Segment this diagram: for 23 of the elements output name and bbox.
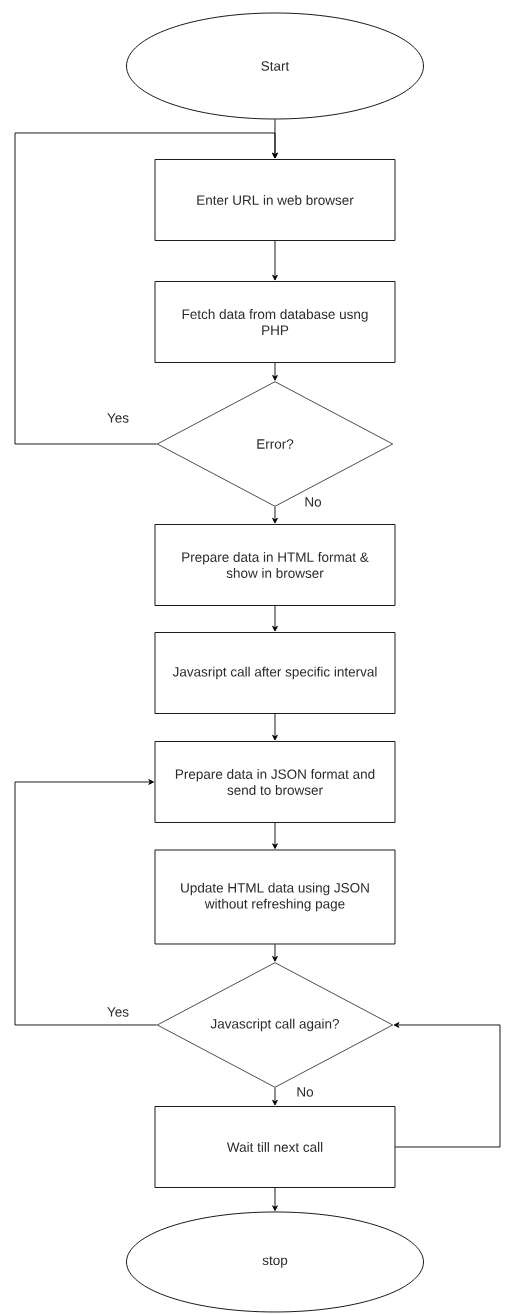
process-box: Javasript call after specific interval bbox=[154, 632, 396, 714]
edge-label: Yes bbox=[106, 412, 130, 424]
process-box: Prepare data in JSON format and send to browser bbox=[154, 741, 396, 823]
edge-label: No bbox=[295, 1086, 315, 1098]
arrow bbox=[272, 240, 278, 281]
process-box: Enter URL in web browser bbox=[154, 159, 396, 241]
process-box: Prepare data in HTML format & show in browser bbox=[154, 524, 396, 606]
edge-label: No bbox=[303, 496, 323, 508]
arrow bbox=[272, 1087, 278, 1106]
edge-label: Yes bbox=[106, 1006, 130, 1018]
arrow bbox=[272, 822, 278, 849]
process-box: Wait till next call bbox=[154, 1106, 396, 1188]
arrow bbox=[272, 362, 278, 381]
arrow bbox=[272, 713, 278, 741]
arrow bbox=[272, 605, 278, 632]
arrow bbox=[272, 506, 278, 524]
arrow bbox=[14, 132, 278, 445]
process-box: Update HTML data using JSON without refreshing page bbox=[154, 849, 396, 945]
arrow bbox=[14, 779, 158, 1026]
arrow bbox=[272, 1187, 278, 1211]
arrow bbox=[272, 944, 278, 962]
process-box: Fetch data from database usng PHP bbox=[154, 281, 396, 363]
arrow bbox=[393, 1022, 501, 1148]
